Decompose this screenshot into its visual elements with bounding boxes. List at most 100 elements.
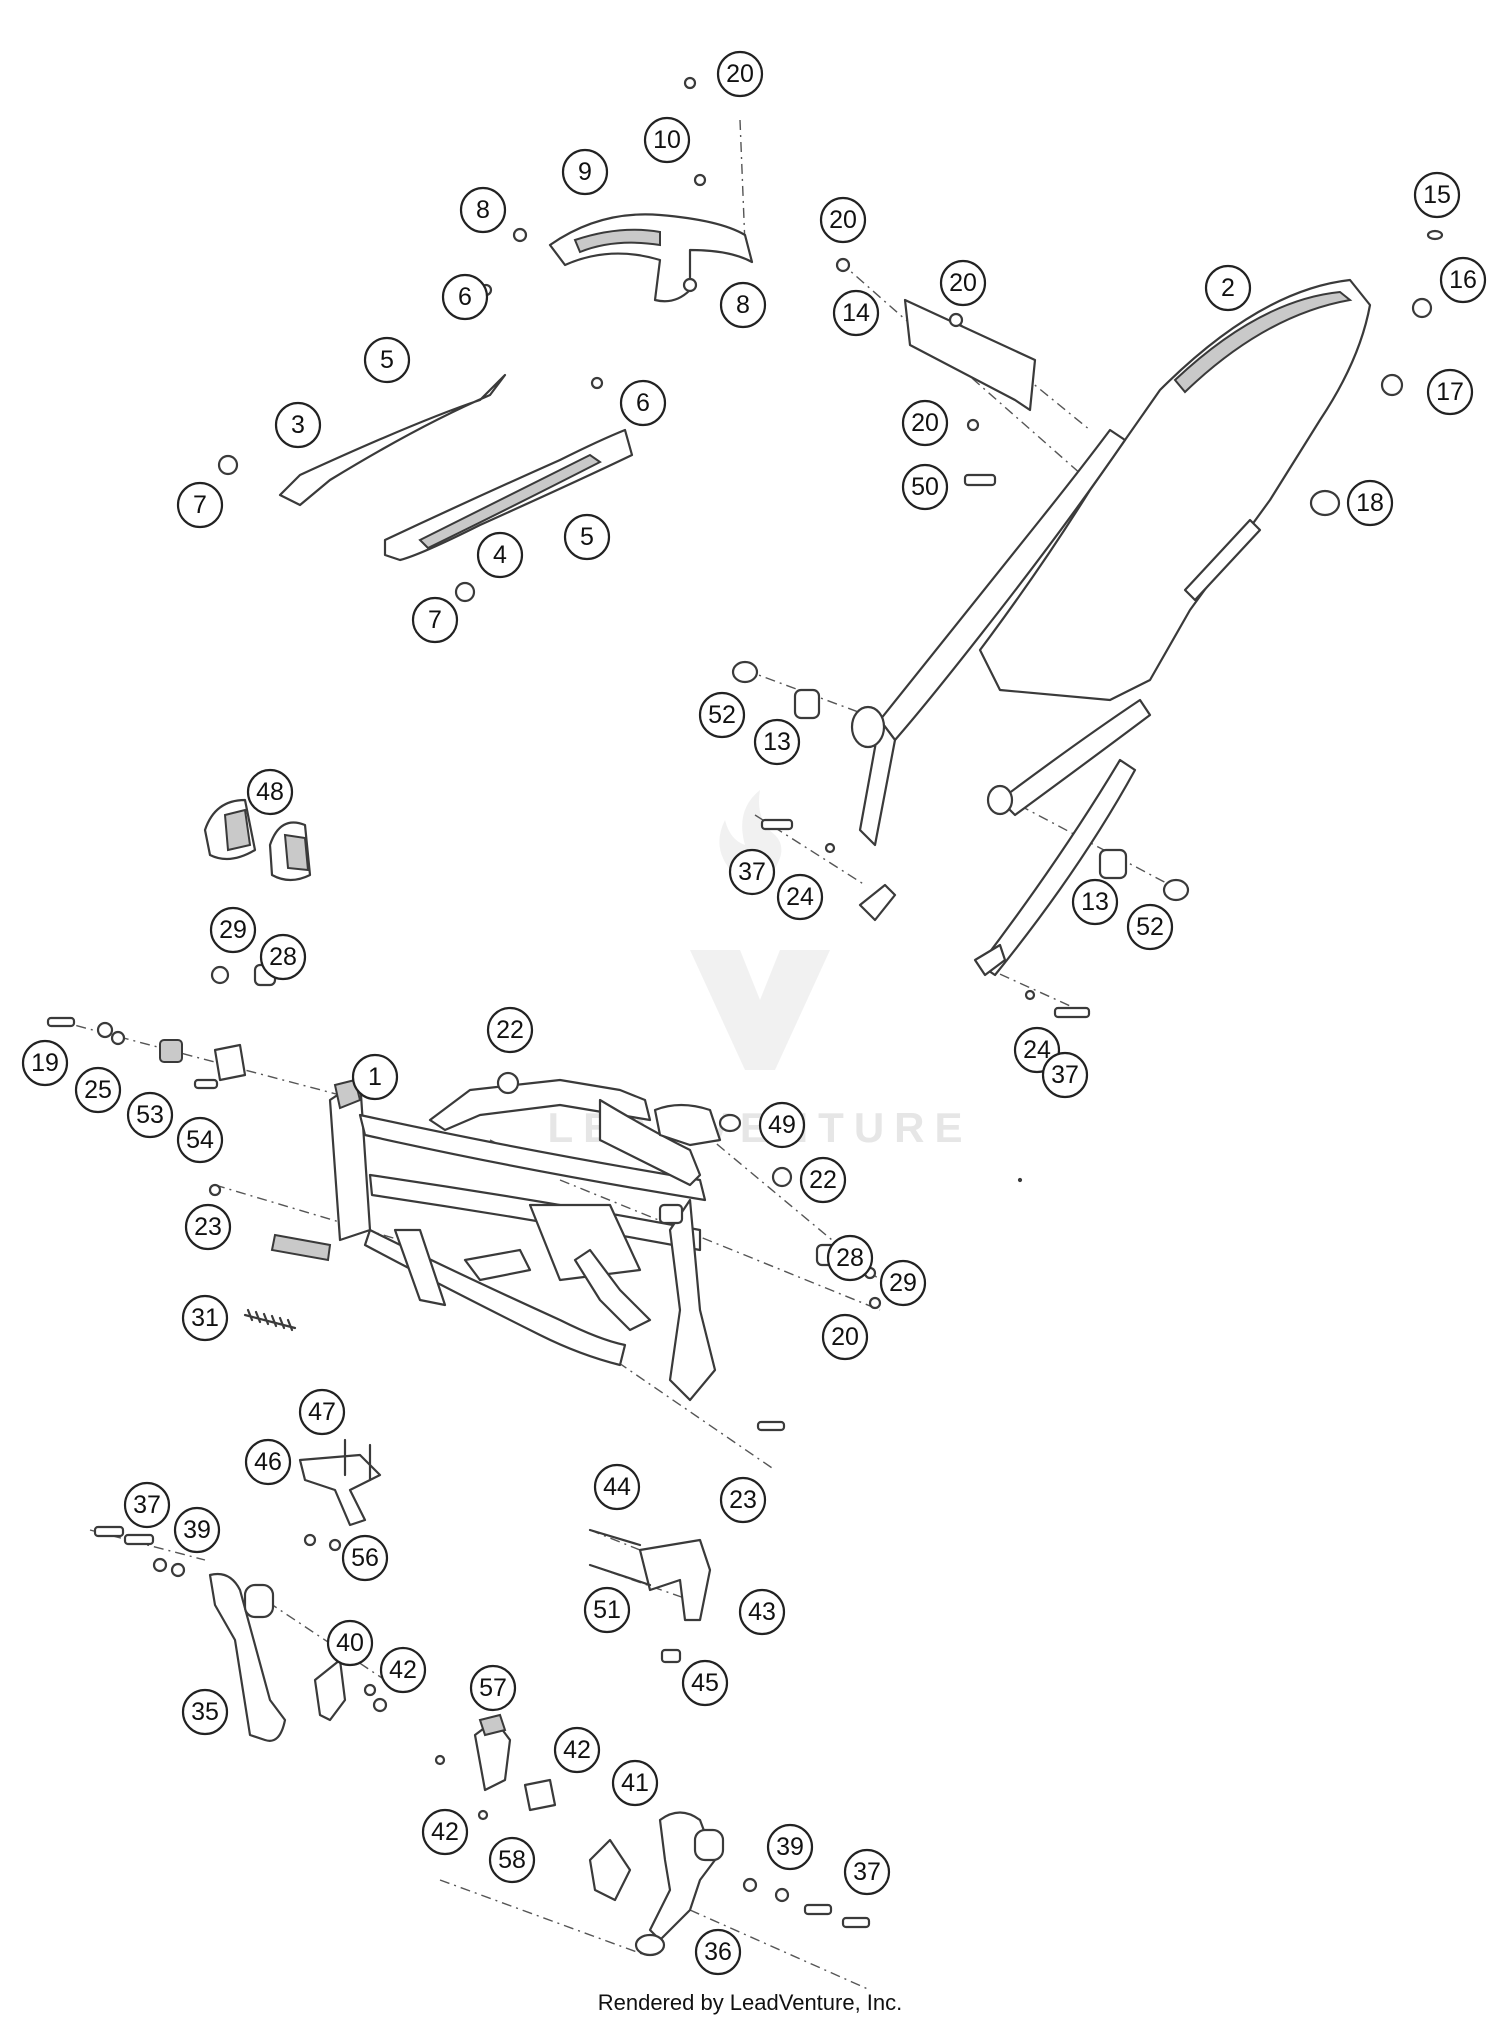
callout-23: 23 bbox=[719, 1476, 767, 1524]
svg-text:8: 8 bbox=[476, 196, 490, 224]
svg-text:23: 23 bbox=[729, 1486, 757, 1514]
callout-56: 56 bbox=[341, 1534, 389, 1582]
callout-8: 8 bbox=[719, 281, 767, 329]
callout-20: 20 bbox=[716, 50, 764, 98]
svg-text:37: 37 bbox=[1051, 1061, 1079, 1089]
footrest-left-part bbox=[93, 1525, 388, 1742]
callout-18: 18 bbox=[1346, 479, 1394, 527]
callout-25: 25 bbox=[74, 1066, 122, 1114]
callout-52: 52 bbox=[698, 691, 746, 739]
svg-text:20: 20 bbox=[911, 409, 939, 437]
plate-part bbox=[835, 257, 1037, 412]
svg-text:4: 4 bbox=[493, 541, 507, 569]
callout-6: 6 bbox=[619, 379, 667, 427]
callout-49: 49 bbox=[758, 1101, 806, 1149]
side-rail-right-part bbox=[383, 376, 634, 603]
callout-36: 36 bbox=[694, 1928, 742, 1976]
svg-text:25: 25 bbox=[84, 1076, 112, 1104]
callout-53: 53 bbox=[126, 1091, 174, 1139]
svg-text:39: 39 bbox=[776, 1833, 804, 1861]
callout-24: 24 bbox=[776, 873, 824, 921]
clip-part bbox=[963, 418, 997, 487]
svg-text:44: 44 bbox=[603, 1473, 631, 1501]
svg-text:56: 56 bbox=[351, 1544, 379, 1572]
svg-text:42: 42 bbox=[431, 1818, 459, 1846]
svg-text:7: 7 bbox=[193, 491, 207, 519]
callout-13: 13 bbox=[753, 718, 801, 766]
callout-31: 31 bbox=[181, 1294, 229, 1342]
callout-22: 22 bbox=[486, 1006, 534, 1054]
svg-text:47: 47 bbox=[308, 1398, 336, 1426]
svg-text:37: 37 bbox=[853, 1858, 881, 1886]
svg-text:9: 9 bbox=[578, 158, 592, 186]
svg-text:10: 10 bbox=[653, 126, 681, 154]
callout-50: 50 bbox=[901, 463, 949, 511]
callout-41: 41 bbox=[611, 1759, 659, 1807]
rear-subframe-part bbox=[858, 278, 1372, 1183]
callout-7: 7 bbox=[411, 596, 459, 644]
svg-text:31: 31 bbox=[191, 1304, 219, 1332]
svg-text:24: 24 bbox=[786, 883, 814, 911]
svg-text:42: 42 bbox=[563, 1736, 591, 1764]
callout-5: 5 bbox=[363, 336, 411, 384]
svg-text:39: 39 bbox=[183, 1516, 211, 1544]
callout-20: 20 bbox=[821, 1313, 869, 1361]
callout-46: 46 bbox=[244, 1438, 292, 1486]
svg-text:37: 37 bbox=[738, 858, 766, 886]
callout-54: 54 bbox=[176, 1116, 224, 1164]
svg-text:51: 51 bbox=[593, 1596, 621, 1624]
svg-text:1: 1 bbox=[368, 1063, 382, 1091]
callout-29: 29 bbox=[209, 906, 257, 954]
svg-text:16: 16 bbox=[1449, 266, 1477, 294]
callout-20: 20 bbox=[819, 196, 867, 244]
callout-2: 2 bbox=[1204, 264, 1252, 312]
svg-text:14: 14 bbox=[842, 299, 870, 327]
svg-text:20: 20 bbox=[949, 269, 977, 297]
footer-credit: Rendered by LeadVenture, Inc. bbox=[597, 1990, 903, 2015]
callout-28: 28 bbox=[259, 933, 307, 981]
callout-42: 42 bbox=[421, 1808, 469, 1856]
svg-text:37: 37 bbox=[133, 1491, 161, 1519]
callout-37: 37 bbox=[1041, 1051, 1089, 1099]
callout-20: 20 bbox=[901, 399, 949, 447]
callout-10: 10 bbox=[643, 116, 691, 164]
callout-15: 15 bbox=[1413, 171, 1461, 219]
svg-text:5: 5 bbox=[580, 523, 594, 551]
callout-20: 20 bbox=[939, 259, 987, 307]
callout-5: 5 bbox=[563, 513, 611, 561]
hardware-top-right bbox=[1309, 229, 1470, 517]
footrest-right-part bbox=[434, 1713, 871, 1957]
svg-text:8: 8 bbox=[736, 291, 750, 319]
callout-58: 58 bbox=[488, 1836, 536, 1884]
svg-text:13: 13 bbox=[763, 728, 791, 756]
callout-22: 22 bbox=[799, 1156, 847, 1204]
svg-text:20: 20 bbox=[726, 60, 754, 88]
svg-text:43: 43 bbox=[748, 1598, 776, 1626]
clamp-part bbox=[203, 798, 312, 882]
svg-text:35: 35 bbox=[191, 1698, 219, 1726]
svg-text:2: 2 bbox=[1221, 274, 1235, 302]
svg-text:53: 53 bbox=[136, 1101, 164, 1129]
upper-bracket-part bbox=[512, 76, 754, 303]
callout-47: 47 bbox=[298, 1388, 346, 1436]
svg-text:29: 29 bbox=[889, 1269, 917, 1297]
callout-29: 29 bbox=[879, 1259, 927, 1307]
callout-9: 9 bbox=[561, 148, 609, 196]
callout-37: 37 bbox=[728, 848, 776, 896]
svg-text:24: 24 bbox=[1023, 1036, 1051, 1064]
svg-text:28: 28 bbox=[269, 943, 297, 971]
svg-text:17: 17 bbox=[1436, 378, 1464, 406]
svg-text:50: 50 bbox=[911, 473, 939, 501]
callout-42: 42 bbox=[379, 1646, 427, 1694]
callout-39: 39 bbox=[173, 1506, 221, 1554]
callout-1: 1 bbox=[351, 1053, 399, 1101]
callout-17: 17 bbox=[1426, 368, 1474, 416]
callout-52: 52 bbox=[1126, 903, 1174, 951]
spring-part bbox=[243, 1308, 297, 1332]
callout-48: 48 bbox=[246, 768, 294, 816]
callout-7: 7 bbox=[176, 481, 224, 529]
svg-text:52: 52 bbox=[708, 701, 736, 729]
svg-text:45: 45 bbox=[691, 1669, 719, 1697]
callout-28: 28 bbox=[826, 1234, 874, 1282]
